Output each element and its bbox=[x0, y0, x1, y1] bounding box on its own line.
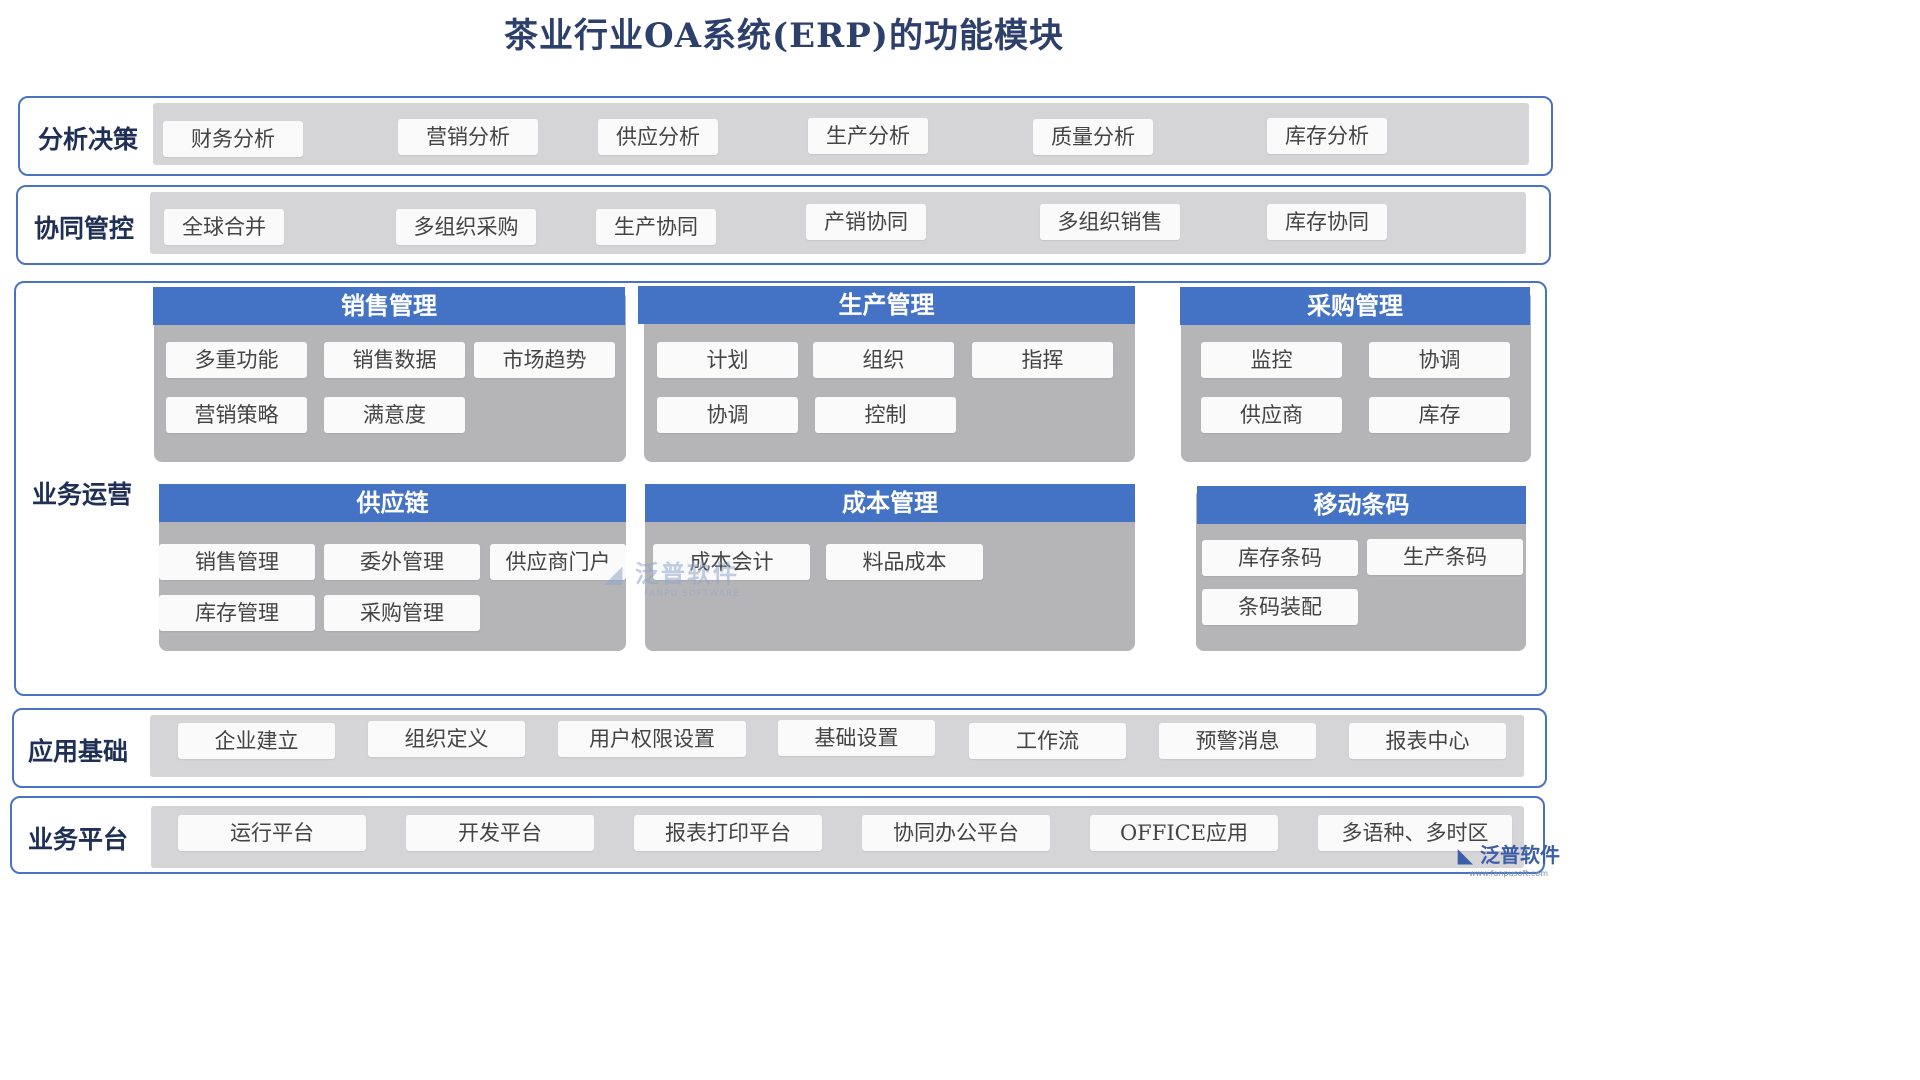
chip-stock[interactable]: 库存 bbox=[1369, 397, 1510, 433]
watermark: ◢ 泛普软件 FANPU SOFTWARE bbox=[604, 554, 740, 599]
chip-cost-accounting[interactable]: 成本会计 bbox=[653, 544, 810, 580]
chip-material-cost[interactable]: 料品成本 bbox=[826, 544, 983, 580]
brand-logo-icon: ◣ bbox=[1457, 843, 1474, 867]
platform-row: 业务平台 运行平台 开发平台 报表打印平台 协同办公平台 OFFICE应用 多语… bbox=[10, 796, 1545, 874]
watermark-subtext: FANPU SOFTWARE bbox=[644, 589, 740, 599]
chip-satisfaction[interactable]: 满意度 bbox=[324, 397, 465, 433]
chip-enterprise-setup[interactable]: 企业建立 bbox=[178, 723, 335, 759]
chip-purchase-management[interactable]: 采购管理 bbox=[324, 595, 480, 631]
platform-label: 业务平台 bbox=[28, 825, 129, 854]
chip-production-analysis[interactable]: 生产分析 bbox=[808, 118, 928, 154]
chip-production-barcode[interactable]: 生产条码 bbox=[1367, 539, 1523, 575]
chip-supply-analysis[interactable]: 供应分析 bbox=[598, 119, 718, 155]
chip-basic-settings[interactable]: 基础设置 bbox=[778, 720, 935, 756]
brand-url: www.fanpusoft.com bbox=[1469, 869, 1548, 878]
chip-office-app[interactable]: OFFICE应用 bbox=[1090, 815, 1278, 851]
production-panel-title: 生产管理 bbox=[638, 286, 1135, 324]
chip-financial-analysis[interactable]: 财务分析 bbox=[163, 121, 303, 157]
chip-supplier[interactable]: 供应商 bbox=[1201, 397, 1342, 433]
chip-alert-messages[interactable]: 预警消息 bbox=[1159, 723, 1316, 759]
operations-label: 业务运营 bbox=[32, 480, 133, 509]
collab-label: 协同管控 bbox=[34, 214, 135, 243]
chip-market-trend[interactable]: 市场趋势 bbox=[474, 342, 615, 378]
foundation-label: 应用基础 bbox=[28, 737, 129, 766]
chip-office-collab-platform[interactable]: 协同办公平台 bbox=[862, 815, 1050, 851]
chip-report-center[interactable]: 报表中心 bbox=[1349, 723, 1506, 759]
chip-multi-org-sales[interactable]: 多组织销售 bbox=[1040, 204, 1180, 240]
chip-user-permissions[interactable]: 用户权限设置 bbox=[558, 721, 746, 757]
chip-plan[interactable]: 计划 bbox=[657, 342, 798, 378]
watermark-logo-icon: ◢ bbox=[604, 560, 625, 588]
chip-organize[interactable]: 组织 bbox=[813, 342, 954, 378]
chip-report-print-platform[interactable]: 报表打印平台 bbox=[634, 815, 822, 851]
chip-marketing-strategy[interactable]: 营销策略 bbox=[166, 397, 307, 433]
cost-panel-title: 成本管理 bbox=[645, 484, 1135, 522]
chip-production-collab[interactable]: 生产协同 bbox=[596, 209, 716, 245]
chip-inventory-collab[interactable]: 库存协同 bbox=[1267, 204, 1387, 240]
purchase-panel-title: 采购管理 bbox=[1180, 287, 1530, 325]
chip-workflow[interactable]: 工作流 bbox=[969, 723, 1126, 759]
chip-org-definition[interactable]: 组织定义 bbox=[368, 721, 525, 757]
collab-row: 协同管控 全球合并 多组织采购 生产协同 产销协同 多组织销售 库存协同 bbox=[16, 185, 1551, 265]
chip-marketing-analysis[interactable]: 营销分析 bbox=[398, 119, 538, 155]
chip-prod-sales-collab[interactable]: 产销协同 bbox=[806, 204, 926, 240]
page-title: 茶业行业OA系统(ERP)的功能模块 bbox=[504, 16, 1064, 56]
chip-global-merge[interactable]: 全球合并 bbox=[164, 209, 284, 245]
chip-sales-data[interactable]: 销售数据 bbox=[324, 342, 465, 378]
chip-monitor[interactable]: 监控 bbox=[1201, 342, 1342, 378]
chip-purchase-coordinate[interactable]: 协调 bbox=[1369, 342, 1510, 378]
platform-strip bbox=[151, 806, 1524, 868]
watermark-text: ◢ 泛普软件 bbox=[604, 560, 739, 588]
chip-barcode-assembly[interactable]: 条码装配 bbox=[1202, 589, 1358, 625]
supply-panel-title: 供应链 bbox=[159, 484, 626, 522]
chip-multi-function[interactable]: 多重功能 bbox=[166, 342, 307, 378]
chip-multi-language-timezone[interactable]: 多语种、多时区 bbox=[1318, 815, 1512, 851]
chip-inventory-management[interactable]: 库存管理 bbox=[159, 595, 315, 631]
sales-panel-title: 销售管理 bbox=[153, 287, 625, 325]
chip-multi-org-purchase[interactable]: 多组织采购 bbox=[396, 209, 536, 245]
barcode-panel-title: 移动条码 bbox=[1197, 486, 1526, 524]
chip-inventory-analysis[interactable]: 库存分析 bbox=[1267, 118, 1387, 154]
chip-sales-management[interactable]: 销售管理 bbox=[159, 544, 315, 580]
chip-coordinate[interactable]: 协调 bbox=[657, 397, 798, 433]
chip-control[interactable]: 控制 bbox=[815, 397, 956, 433]
chip-runtime-platform[interactable]: 运行平台 bbox=[178, 815, 366, 851]
analysis-row: 分析决策 财务分析 营销分析 供应分析 生产分析 质量分析 库存分析 bbox=[18, 96, 1553, 176]
brand-logo: ◣ 泛普软件 bbox=[1457, 843, 1560, 867]
foundation-row: 应用基础 企业建立 组织定义 用户权限设置 基础设置 工作流 预警消息 报表中心 bbox=[12, 708, 1547, 788]
analysis-label: 分析决策 bbox=[38, 125, 139, 154]
chip-supplier-portal[interactable]: 供应商门户 bbox=[490, 544, 626, 580]
chip-inventory-barcode[interactable]: 库存条码 bbox=[1202, 540, 1358, 576]
chip-command[interactable]: 指挥 bbox=[972, 342, 1113, 378]
chip-dev-platform[interactable]: 开发平台 bbox=[406, 815, 594, 851]
chip-quality-analysis[interactable]: 质量分析 bbox=[1033, 119, 1153, 155]
chip-outsourcing[interactable]: 委外管理 bbox=[324, 544, 480, 580]
